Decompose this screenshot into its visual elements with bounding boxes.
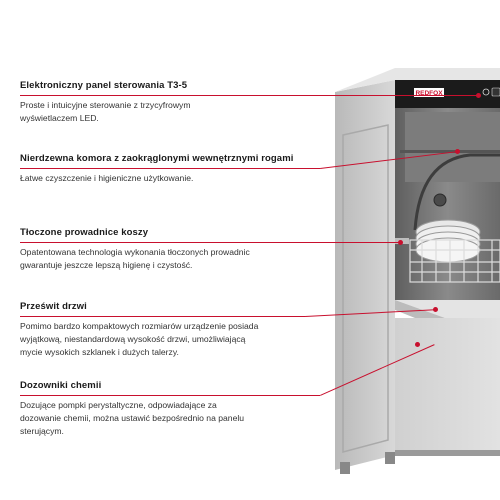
feature-door-clearance: Prześwit drzwi Pomimo bardzo kompaktowyc… <box>20 301 340 359</box>
feature-description: Dozujące pompki perystaltyczne, odpowiad… <box>20 400 245 436</box>
callout-line-door <box>20 316 305 317</box>
open-door <box>395 300 500 318</box>
feature-title: Dozowniki chemii <box>20 380 102 391</box>
power-button-icon <box>482 88 490 96</box>
feature-title: Nierdzewna komora z zaokrąglonymi wewnęt… <box>20 153 294 164</box>
feature-description: Łatwe czyszczenie i higieniczne użytkowa… <box>20 173 194 183</box>
feature-description: Pomimo bardzo kompaktowych rozmiarów urz… <box>20 321 259 357</box>
feature-chamber: Nierdzewna komora z zaokrąglonymi wewnęt… <box>20 153 340 185</box>
callout-line-panel <box>20 95 478 96</box>
callout-line-chamber <box>20 168 320 169</box>
feature-chemical-dispensers: Dozowniki chemii Dozujące pompki perysta… <box>20 380 340 438</box>
control-panel <box>395 80 500 108</box>
basket <box>409 239 500 283</box>
callout-dot-panel <box>476 93 481 98</box>
feature-description: Proste i intuicyjne sterowanie z trzycyf… <box>20 100 191 123</box>
brand-logo: REDFOX <box>415 90 443 97</box>
callout-dot-door <box>433 307 438 312</box>
callout-line-chemicals <box>20 395 320 396</box>
side-panel <box>335 80 395 470</box>
callout-line-guides <box>20 242 400 243</box>
feature-control-panel: Elektroniczny panel sterowania T3-5 Pros… <box>20 80 340 125</box>
callout-dot-guides <box>398 240 403 245</box>
feature-basket-guides: Tłoczone prowadnice koszy Opatentowana t… <box>20 227 340 272</box>
feature-title: Tłoczone prowadnice koszy <box>20 227 149 238</box>
feature-title: Prześwit drzwi <box>20 301 87 312</box>
plates <box>415 219 481 263</box>
callout-dot-chamber <box>455 149 460 154</box>
feature-title: Elektroniczny panel sterowania T3-5 <box>20 80 188 91</box>
front-panel <box>395 318 500 450</box>
feature-description: Opatentowana technologia wykonania tłocz… <box>20 247 250 270</box>
callout-dot-chemicals <box>415 342 420 347</box>
